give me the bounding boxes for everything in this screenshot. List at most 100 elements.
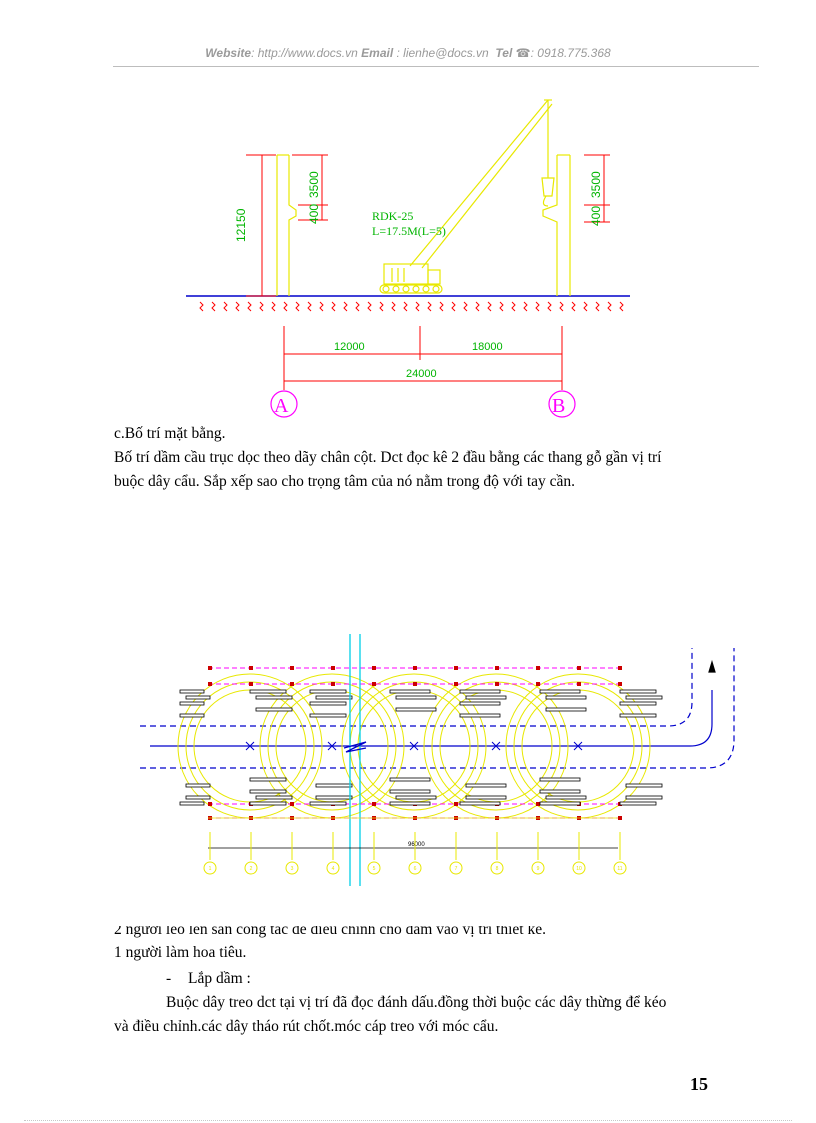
beam-bar (255, 707, 293, 712)
column-marker (290, 666, 294, 670)
ground-hatch-mark (211, 301, 216, 312)
crane-spec-label: L=17.5M(L=5) (372, 224, 446, 238)
column-marker (413, 666, 417, 670)
pilot-line: 1 người làm hoa tiêu. (114, 944, 247, 961)
beam-bar (249, 801, 287, 806)
ground-hatch-mark (343, 301, 348, 312)
page-header: Website: http://www.docs.vn Email : lien… (0, 46, 816, 60)
plan-axis-bubble (285, 861, 299, 875)
plan-axis-number: 5 (373, 866, 376, 872)
ground-hatch-mark (583, 301, 588, 312)
span-left-label: 12000 (334, 341, 365, 353)
column-marker (249, 666, 253, 670)
column-marker (413, 682, 417, 686)
ground-hatch-mark (391, 301, 396, 312)
crane-name-label: RDK-25 (372, 209, 413, 223)
travel-stop-mark (327, 741, 337, 751)
beam-bar (619, 689, 657, 694)
ground-hatch-mark (247, 301, 252, 312)
beam-bar (539, 689, 581, 694)
ground-hatch-mark (235, 301, 240, 312)
plan-axis-number: 9 (537, 866, 540, 872)
axis-b-label: B (552, 395, 565, 417)
ground-hatch-mark (283, 301, 288, 312)
right-dim-bottom-label: 400 (589, 206, 603, 226)
ground-hatch-mark (415, 301, 420, 312)
plan-axis-number: 4 (332, 866, 335, 872)
travel-stop-mark (491, 741, 501, 751)
website-label: Website (205, 46, 252, 60)
beam-bar (395, 695, 437, 700)
column-marker (495, 682, 499, 686)
header-rule (113, 66, 759, 67)
beam-bar (625, 795, 663, 800)
ground-hatch-mark (511, 301, 516, 312)
plan-axis-bubble (367, 861, 381, 875)
ground-hatch-mark (523, 301, 528, 312)
right-dim-top-label: 3500 (589, 171, 603, 198)
column-marker (618, 816, 622, 820)
beam-bar (625, 783, 663, 788)
left-dimensions (246, 154, 328, 297)
paragraph-1-line-2: buộc dây cẩu. Sắp xếp sao cho trọng tâm … (114, 473, 576, 490)
ground-hatch-mark (379, 301, 384, 312)
beam-bar (539, 777, 581, 782)
plan-axis-bubble (203, 861, 217, 875)
plan-axis-number: 3 (291, 866, 294, 872)
paragraph-2-line-2: và điều chỉnh.các dây tháo rút chốt.móc … (114, 1018, 499, 1035)
beam-bar (545, 695, 587, 700)
span-dimensions (283, 326, 563, 390)
right-column (542, 154, 571, 296)
ground-hatch-mark (271, 301, 276, 312)
ground-hatch-mark (331, 301, 336, 312)
column-marker (618, 666, 622, 670)
column-marker (618, 682, 622, 686)
ground-hatch-mark (427, 301, 432, 312)
beam-bar (315, 795, 353, 800)
beam-bar (389, 801, 431, 806)
axis-bubbles (270, 390, 576, 418)
beam-bar (185, 695, 211, 700)
travel-stops (245, 741, 583, 751)
ground-hatch-mark (295, 301, 300, 312)
ground-hatch-mark (451, 301, 456, 312)
email-value: : lienhe@docs.vn (393, 46, 493, 60)
plan-axis-bubble (490, 861, 504, 875)
beam-bar (539, 801, 581, 806)
beam-bar (249, 789, 287, 794)
column-marker (495, 666, 499, 670)
column-marker (249, 682, 253, 686)
beam-bar (465, 783, 507, 788)
beam-bar (539, 789, 581, 794)
beam-bar (255, 795, 293, 800)
beam-bars (179, 689, 663, 806)
beam-bar (465, 695, 507, 700)
beam-bar (255, 695, 293, 700)
beam-bar (619, 701, 657, 706)
beam-bar (459, 713, 501, 718)
ground-hatch (199, 301, 624, 312)
plan-axis-bubble (408, 861, 422, 875)
ground-hatch-mark (307, 301, 312, 312)
column-marker (290, 802, 294, 806)
left-dim-top-label: 3500 (307, 171, 321, 198)
plan-axis-number: 8 (496, 866, 499, 872)
plan-axis-bubble (326, 861, 340, 875)
column-marker (454, 802, 458, 806)
page-number: 15 (690, 1074, 708, 1094)
beam-bar (309, 801, 347, 806)
column-marker (536, 682, 540, 686)
beam-bar (179, 713, 205, 718)
break-line (343, 634, 367, 886)
axis-a-label: A (274, 395, 289, 417)
travel-stop-mark (573, 741, 583, 751)
beam-bar (465, 795, 507, 800)
beam-bar (545, 707, 587, 712)
left-column (276, 154, 297, 296)
beam-bar (309, 701, 347, 706)
beam-bar (459, 701, 501, 706)
beam-bar (619, 801, 657, 806)
plan-dimensions (208, 817, 618, 849)
beam-bar (389, 689, 431, 694)
